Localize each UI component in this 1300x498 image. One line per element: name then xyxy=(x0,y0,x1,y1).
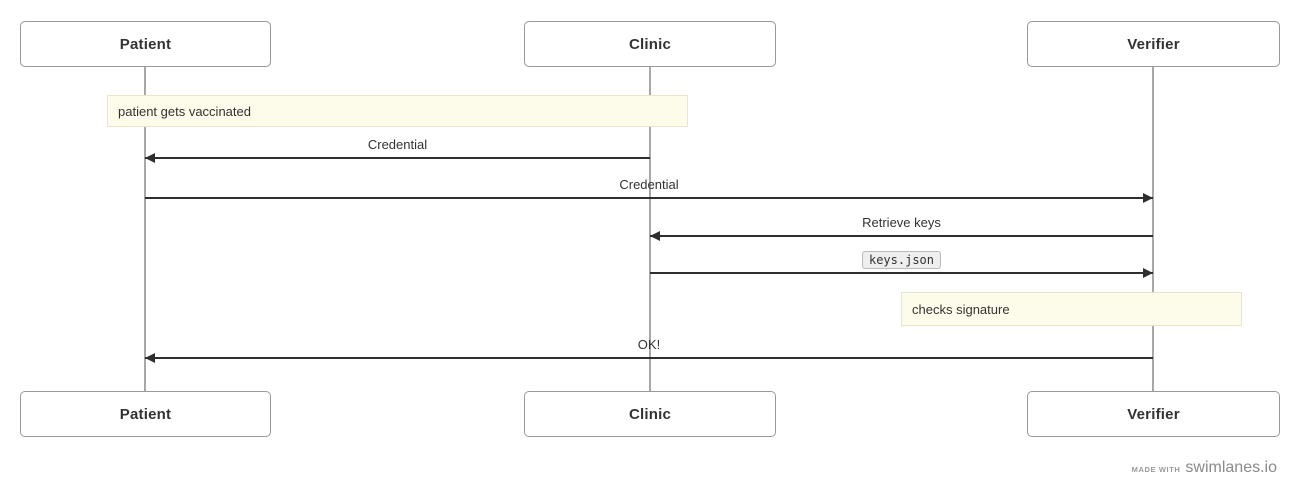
note-patient-gets-vaccinated: patient gets vaccinated xyxy=(107,95,688,127)
message-ok: OK! xyxy=(145,336,1153,363)
actor-verifier-bottom: Verifier xyxy=(1027,391,1280,437)
actor-clinic-bottom: Clinic xyxy=(524,391,776,437)
actor-label: Clinic xyxy=(628,35,672,53)
arrow-line xyxy=(650,268,1153,278)
arrowhead-left-icon xyxy=(650,231,660,241)
arrowhead-left-icon xyxy=(145,353,155,363)
message-label: OK! xyxy=(637,337,661,352)
footer-credit: MADE WITH swimlanes.io xyxy=(1132,459,1277,477)
note-text: patient gets vaccinated xyxy=(118,103,251,119)
arrowhead-right-icon xyxy=(1143,268,1153,278)
made-with-label: MADE WITH xyxy=(1131,465,1181,474)
actor-label: Verifier xyxy=(1127,405,1180,423)
arrowhead-right-icon xyxy=(1143,193,1153,203)
message-label: Credential xyxy=(367,137,428,152)
message-label: Credential xyxy=(619,177,679,192)
message-credential-to-verifier: Credential xyxy=(145,176,1153,203)
arrow-line xyxy=(145,153,650,163)
actor-verifier-top: Verifier xyxy=(1027,21,1280,67)
arrow-line xyxy=(145,193,1153,203)
lifeline-clinic xyxy=(649,67,651,391)
swimlanes-brand-link[interactable]: swimlanes.io xyxy=(1185,459,1277,476)
message-label: Retrieve keys xyxy=(862,215,941,230)
note-text: checks signature xyxy=(912,301,1010,317)
actor-label: Clinic xyxy=(628,405,672,423)
arrow-line xyxy=(650,231,1153,241)
code-chip: keys.json xyxy=(861,251,942,269)
lifeline-verifier xyxy=(1152,67,1154,391)
message-keys-json: keys.json xyxy=(650,251,1153,278)
actor-patient-top: Patient xyxy=(20,21,271,67)
actor-clinic-top: Clinic xyxy=(524,21,776,67)
actor-label: Patient xyxy=(119,405,172,423)
message-retrieve-keys: Retrieve keys xyxy=(650,214,1153,241)
arrowhead-left-icon xyxy=(145,153,155,163)
note-checks-signature: checks signature xyxy=(901,292,1242,326)
actor-label: Patient xyxy=(119,35,172,53)
actor-label: Verifier xyxy=(1127,35,1180,53)
actor-patient-bottom: Patient xyxy=(20,391,271,437)
message-credential-to-patient: Credential xyxy=(145,136,650,163)
arrow-line xyxy=(145,353,1153,363)
message-label: keys.json xyxy=(650,251,1153,269)
lifeline-patient xyxy=(144,67,146,391)
